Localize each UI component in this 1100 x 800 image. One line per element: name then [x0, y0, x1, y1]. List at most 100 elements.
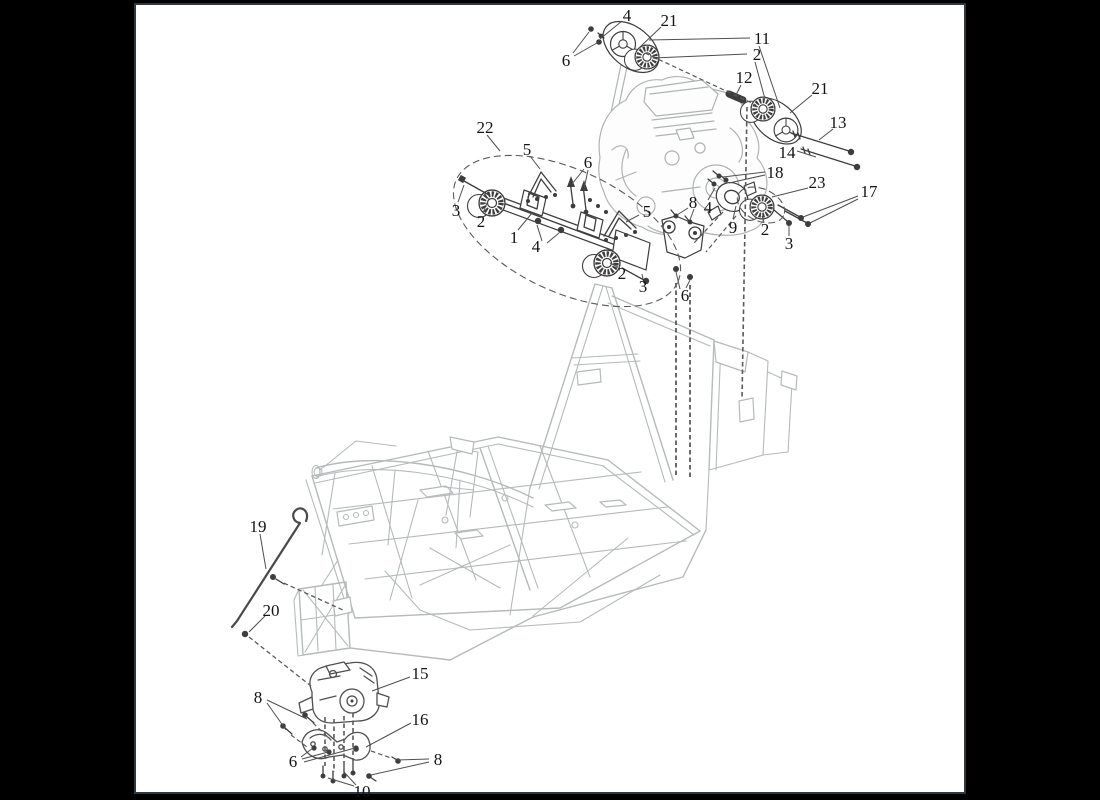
- part-label-19-28: 19: [250, 517, 267, 536]
- leader-line-part-6: [300, 747, 314, 758]
- leader-line-part-6: [573, 42, 598, 57]
- part-label-2-25: 2: [618, 264, 627, 283]
- leader-line-part-20: [248, 615, 266, 633]
- dashed-reference-line: [248, 636, 312, 687]
- leader-line-part-6: [583, 169, 589, 190]
- leader-line-part-4: [546, 232, 560, 244]
- dashed-reference-line: [644, 52, 757, 106]
- leader-line-part-21: [638, 26, 662, 49]
- leader-line-part-17: [809, 198, 859, 224]
- leader-line-part-6: [675, 271, 681, 290]
- leader-line-part-12: [735, 84, 742, 96]
- leader-line-part-5: [625, 214, 640, 223]
- part-label-23-13: 23: [809, 173, 826, 192]
- part-label-13-7: 13: [830, 113, 847, 132]
- leader-line-part-3: [457, 184, 465, 203]
- leader-line-part-10: [343, 771, 357, 786]
- upper-left-engine-mount: [588, 20, 668, 74]
- part-label-17-14: 17: [861, 182, 879, 201]
- part-label-10-35: 10: [354, 782, 371, 800]
- leader-line-part-18: [722, 171, 766, 178]
- leader-line-part-8: [266, 699, 308, 720]
- leader-line-part-6: [572, 31, 590, 54]
- leader-line-part-4: [536, 224, 543, 242]
- leader-line-part-6: [303, 747, 356, 763]
- part-label-5-10: 5: [523, 140, 532, 159]
- leader-line-part-14: [796, 150, 817, 158]
- part-label-9-22: 9: [729, 218, 738, 237]
- part-label-8-34: 8: [434, 750, 443, 769]
- dashed-reference-line: [741, 106, 748, 400]
- part-label-18-12: 18: [767, 163, 784, 182]
- part-label-3-26: 3: [639, 277, 648, 296]
- upper-right-engine-mount: [740, 89, 861, 171]
- leader-line-part-2: [754, 61, 766, 100]
- leader-line-part-8: [266, 702, 287, 731]
- leader-line-part-16: [365, 722, 412, 748]
- leader-line-part-4: [599, 20, 623, 40]
- leader-line-part-19: [259, 533, 267, 570]
- leader-line-part-9: [732, 205, 737, 220]
- gearbox-drawing: [280, 661, 401, 784]
- part-label-6-2: 6: [562, 51, 571, 70]
- part-label-3-24: 3: [785, 234, 794, 253]
- part-label-22-9: 22: [477, 118, 494, 137]
- frame-drawing: [293, 283, 798, 661]
- leader-line-part-8: [689, 208, 695, 221]
- part-label-8-20: 8: [689, 193, 698, 212]
- dashed-reference-line: [276, 579, 344, 611]
- part-label-2-23: 2: [761, 220, 770, 239]
- leader-line-part-21: [789, 94, 813, 114]
- leader-line-part-6: [685, 279, 691, 289]
- part-label-12-5: 12: [736, 68, 753, 87]
- part-label-14-8: 14: [779, 143, 797, 162]
- part-label-5-19: 5: [643, 202, 652, 221]
- leader-line-part-8: [676, 207, 689, 216]
- diagram-canvas: [134, 3, 966, 794]
- dashed-reference-line: [290, 734, 308, 748]
- leader-line-part-18: [728, 174, 766, 184]
- part-label-4-18: 4: [532, 237, 541, 256]
- part-label-2-4: 2: [753, 45, 762, 64]
- leader-line-part-5: [529, 155, 541, 170]
- mount-parts-drawing: [457, 20, 861, 285]
- part-label-6-33: 6: [289, 752, 298, 771]
- leader-line-part-4: [707, 187, 716, 201]
- leader-line-part-15: [371, 676, 411, 692]
- leader-line-part-11: [648, 37, 751, 41]
- leader-line-part-2: [652, 53, 748, 59]
- part-label-2-16: 2: [477, 212, 486, 231]
- leader-line-part-22: [486, 134, 501, 152]
- leader-line-part-8: [396, 758, 430, 761]
- part-label-6-27: 6: [681, 286, 690, 305]
- part-label-21-6: 21: [812, 79, 829, 98]
- part-label-16-32: 16: [412, 710, 429, 729]
- leader-line-part-6: [571, 168, 585, 185]
- rear-right-mount-assembly: [661, 170, 811, 280]
- leader-line-part-17: [802, 195, 859, 218]
- leader-lines: [248, 20, 859, 787]
- part-label-15-30: 15: [412, 664, 429, 683]
- leader-line-part-23: [771, 187, 809, 198]
- leader-line-part-2: [761, 215, 765, 223]
- front-mount-assembly: [457, 171, 651, 285]
- leader-line-part-13: [818, 128, 834, 141]
- leader-line-part-3: [641, 273, 644, 280]
- dashed-reference-line: [370, 750, 392, 759]
- dashed-group-outline: [736, 186, 786, 224]
- part-label-4-0: 4: [623, 6, 632, 25]
- part-label-20-29: 20: [263, 601, 280, 620]
- part-label-8-31: 8: [254, 688, 263, 707]
- part-label-3-15: 3: [452, 201, 461, 220]
- dashed-reference-line: [705, 215, 737, 253]
- part-label-21-1: 21: [661, 11, 678, 30]
- leader-line-part-10: [327, 777, 355, 787]
- leader-line-part-1: [517, 212, 533, 231]
- leader-line-part-8: [370, 761, 430, 776]
- leader-line-part-2: [609, 262, 619, 268]
- part-label-6-11: 6: [584, 153, 593, 172]
- dashed-reference-line: [312, 722, 332, 741]
